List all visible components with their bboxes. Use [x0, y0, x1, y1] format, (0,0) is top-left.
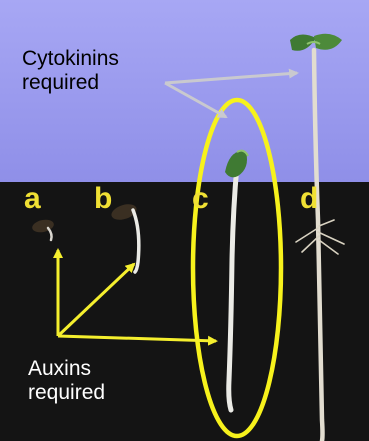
stage-letter-b: b	[94, 184, 112, 214]
cytokinins-label: Cytokinins required	[22, 47, 119, 94]
auxins-line-1: Auxins	[28, 357, 105, 381]
stage-letter-d: d	[300, 184, 318, 214]
auxins-line-2: required	[28, 381, 105, 405]
auxins-label: Auxins required	[28, 357, 105, 404]
stage-letter-a: a	[24, 184, 41, 214]
cytokinins-line-1: Cytokinins	[22, 47, 119, 71]
stage-letter-c: c	[192, 184, 209, 214]
cytokinins-line-2: required	[22, 71, 119, 95]
